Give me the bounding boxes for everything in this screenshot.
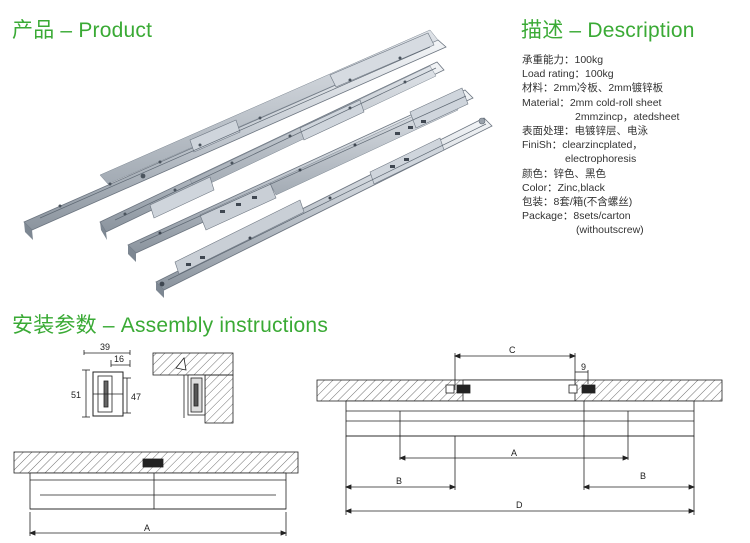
- material-en-2: 2mmzincp，atedsheet: [575, 110, 680, 123]
- load-en: Load rating：100kg: [522, 68, 614, 81]
- package-en-1: Package：8sets/carton: [522, 210, 631, 223]
- assembly-title: 安装参数 – Assembly instructions: [12, 314, 329, 337]
- color-cn: 颜色：锌色、黑色: [522, 167, 606, 180]
- description-list: 承重能力：100kg Load rating：100kg 材料：2mm冷板、2m…: [522, 53, 747, 237]
- dim-9: 9: [581, 362, 586, 372]
- dim-c: C: [509, 345, 516, 355]
- dim-b-right: B: [640, 471, 646, 481]
- dim-d: D: [516, 500, 523, 510]
- package-cn: 包装：8套/箱(不含螺丝): [522, 195, 633, 208]
- side-view-left: [13, 451, 299, 536]
- product-title: 产品 – Product: [12, 19, 153, 42]
- slide-4: [155, 117, 493, 298]
- dim-47: 47: [131, 392, 141, 402]
- dim-b-left: B: [396, 476, 402, 486]
- slide-2: [99, 61, 445, 240]
- finish-cn: 表面处理：电镀锌层、电泳: [522, 124, 648, 137]
- profile-section: [82, 350, 131, 418]
- load-cn: 承重能力：100kg: [522, 54, 604, 66]
- package-en-2: (withoutscrew): [576, 224, 644, 237]
- mounting-detail: [152, 352, 234, 424]
- finish-en-1: FiniSh：clearzincplated，: [522, 139, 643, 152]
- dim-a-left: A: [144, 523, 150, 533]
- dim-39: 39: [100, 342, 110, 352]
- dim-16: 16: [114, 354, 124, 364]
- material-en-1: Material：2mm cold-roll sheet: [522, 96, 662, 109]
- product-photo: [23, 29, 493, 298]
- slide-1: [23, 29, 447, 240]
- description-title: 描述 – Description: [521, 19, 695, 42]
- color-en: Color：Zinc,black: [522, 181, 605, 194]
- dim-51: 51: [71, 390, 81, 400]
- material-cn: 材料：2mm冷板、2mm镀锌板: [522, 82, 664, 95]
- slide-3: [127, 87, 474, 262]
- finish-en-2: electrophoresis: [565, 153, 637, 166]
- side-view-right: [316, 353, 723, 515]
- dim-a-right: A: [511, 448, 517, 458]
